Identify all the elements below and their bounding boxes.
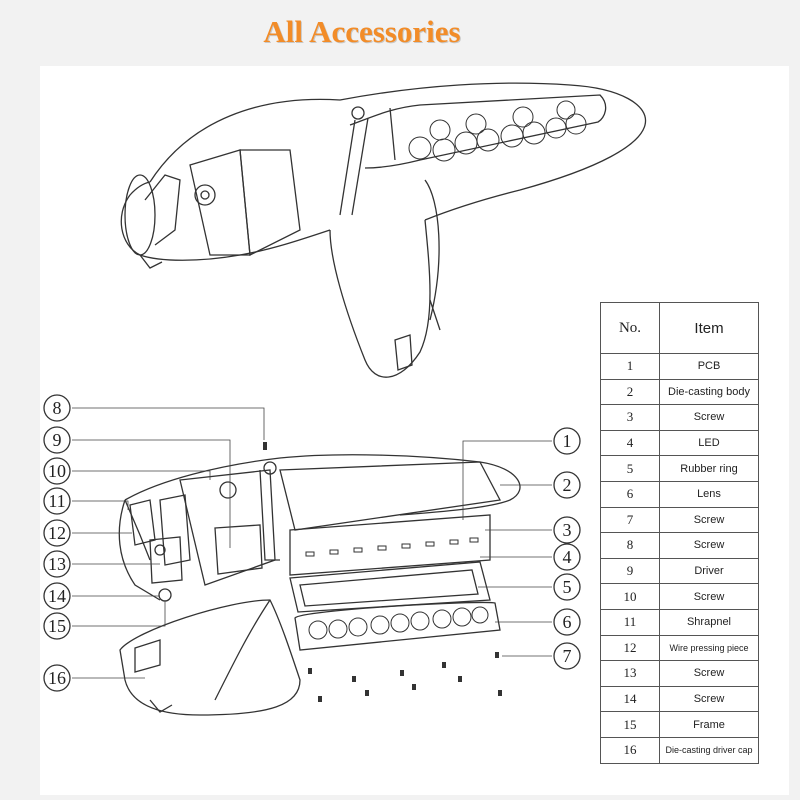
svg-text:2: 2: [563, 475, 572, 495]
row-no: 15: [600, 711, 660, 738]
row-no: 14: [600, 685, 660, 713]
callout-10: 10: [43, 457, 71, 485]
row-no: 8: [600, 532, 660, 559]
row-no: 12: [600, 634, 660, 662]
svg-text:15: 15: [48, 616, 66, 636]
row-item: Shrapnel: [659, 608, 759, 636]
svg-text:12: 12: [48, 523, 66, 543]
loose-screws: [263, 442, 502, 702]
row-item: Rubber ring: [659, 455, 759, 482]
row-item: Wire pressing piece: [659, 634, 759, 662]
callout-6: 6: [553, 608, 581, 636]
row-item: Die-casting driver cap: [659, 736, 759, 764]
row-item: Die-casting body: [659, 378, 759, 406]
row-item: Driver: [659, 557, 759, 585]
svg-text:16: 16: [48, 668, 66, 688]
callout-13: 13: [43, 550, 71, 578]
row-no: 4: [600, 429, 660, 457]
led-row: [305, 537, 479, 557]
svg-text:13: 13: [48, 554, 66, 574]
svg-text:10: 10: [48, 461, 66, 481]
row-no: 16: [600, 736, 660, 764]
callout-14: 14: [43, 582, 71, 610]
lens-array-top: [408, 100, 587, 162]
parts-table-header: No. Item: [600, 302, 759, 354]
row-no: 7: [600, 506, 660, 534]
row-no: 13: [600, 660, 660, 687]
callout-2: 2: [553, 471, 581, 499]
row-item: PCB: [659, 353, 759, 380]
row-no: 10: [600, 583, 660, 610]
row-no: 3: [600, 404, 660, 431]
svg-text:11: 11: [48, 491, 65, 511]
svg-text:9: 9: [53, 430, 62, 450]
callout-5: 5: [553, 573, 581, 601]
row-no: 5: [600, 455, 660, 482]
row-item: Screw: [659, 506, 759, 534]
callout-4: 4: [553, 543, 581, 571]
svg-text:14: 14: [48, 586, 66, 606]
row-item: Screw: [659, 660, 759, 687]
svg-text:1: 1: [563, 431, 572, 451]
row-item: Screw: [659, 404, 759, 431]
row-no: 11: [600, 608, 660, 636]
svg-text:5: 5: [563, 577, 572, 597]
callout-1: 1: [553, 427, 581, 455]
svg-text:8: 8: [53, 398, 62, 418]
leader-lines: [72, 407, 552, 679]
callout-3: 3: [553, 516, 581, 544]
row-no: 6: [600, 480, 660, 508]
callout-7: 7: [553, 642, 581, 670]
row-item: Screw: [659, 583, 759, 610]
row-item: Lens: [659, 480, 759, 508]
callout-12: 12: [43, 519, 71, 547]
row-item: LED: [659, 429, 759, 457]
svg-text:7: 7: [563, 646, 572, 666]
header-item: Item: [659, 302, 759, 354]
exploded-lamp: [118, 454, 521, 716]
row-no: 9: [600, 557, 660, 585]
row-item: Screw: [659, 685, 759, 713]
callout-8: 8: [43, 394, 71, 422]
row-item: Screw: [659, 532, 759, 559]
callout-9: 9: [43, 426, 71, 454]
svg-text:6: 6: [563, 612, 572, 632]
lens-array-exploded: [308, 606, 489, 640]
callout-15: 15: [43, 612, 71, 640]
row-item: Frame: [659, 711, 759, 738]
callout-11: 11: [43, 487, 71, 515]
callout-16: 16: [43, 664, 71, 692]
header-no: No.: [600, 302, 660, 354]
row-no: 1: [600, 353, 660, 380]
page-title: All Accessories: [263, 14, 461, 49]
row-no: 2: [600, 378, 660, 406]
svg-text:4: 4: [563, 547, 572, 567]
svg-text:3: 3: [563, 520, 572, 540]
assembled-lamp: [120, 82, 647, 378]
